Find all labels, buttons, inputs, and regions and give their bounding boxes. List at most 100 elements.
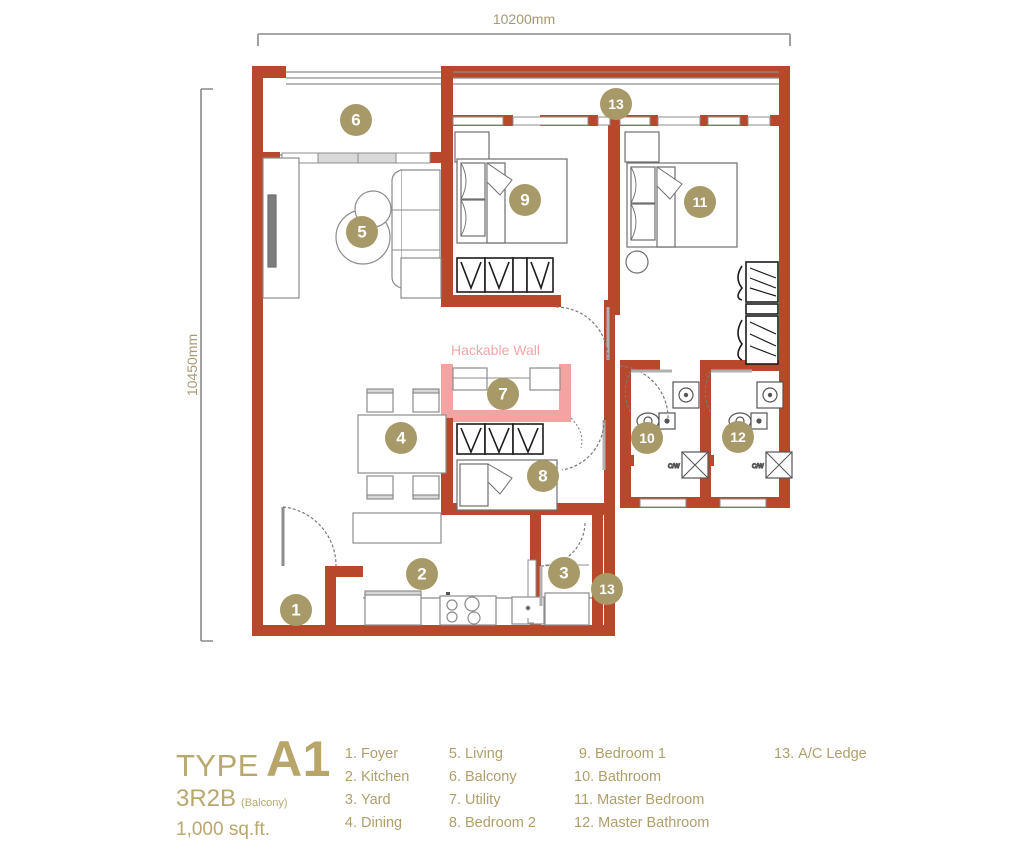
legend-item-label: Bathroom: [598, 769, 662, 785]
room-marker: 3: [548, 557, 580, 589]
legend-item-number: 10.: [574, 769, 595, 785]
room-marker: 8: [527, 460, 559, 492]
legend-item-number: 3.: [344, 792, 357, 808]
hackable-wall: [441, 364, 571, 422]
furniture-utility: [452, 367, 561, 391]
legend-item: 1. Foyer: [340, 743, 444, 766]
room-marker-number: 12: [730, 429, 746, 445]
windows: [280, 71, 779, 607]
legend-item-label: Utility: [465, 792, 501, 808]
legend-item-label: Kitchen: [361, 769, 410, 785]
legend-item: 4. Dining: [340, 812, 444, 835]
legend-item-number: 4.: [344, 815, 357, 831]
hackable-wall-text: Hackable Wall: [451, 342, 540, 358]
legend-item: 10. Bathroom: [574, 766, 774, 789]
room-marker-number: 13: [608, 96, 624, 112]
legend-item-label: Master Bedroom: [597, 792, 705, 808]
room-marker: 7: [487, 378, 519, 410]
svg-text:C/W: C/W: [752, 464, 764, 470]
hackable-wall-label: Hackable Wall: [451, 342, 540, 358]
legend-item-label: Yard: [361, 792, 391, 808]
room-marker: 6: [340, 104, 372, 136]
room-marker-number: 6: [351, 111, 360, 130]
room-marker: 13: [600, 88, 632, 120]
legend-item-number: 6.: [448, 769, 461, 785]
legend-column-3: 9. Bedroom 1 10. Bathroom 11. Master Bed…: [574, 743, 774, 835]
furniture-master-bathroom: C/W: [728, 381, 793, 479]
legend-column-4: 13. A/C Ledge: [774, 743, 934, 835]
room-marker: 12: [722, 421, 754, 453]
plan-config-note: (Balcony): [241, 797, 288, 809]
room-marker-number: 13: [599, 581, 615, 597]
legend-item-number: 12.: [574, 815, 595, 831]
legend-item-number: 2.: [344, 769, 357, 785]
room-marker-number: 10: [639, 430, 655, 446]
room-marker-number: 7: [498, 385, 507, 404]
plan-type-line: TYPE A1: [176, 731, 336, 787]
legend-column-1: 1. Foyer 2. Kitchen 3. Yard 4. Dining: [340, 743, 444, 835]
door-swings: [281, 306, 752, 606]
legend-item-number: 13.: [774, 746, 795, 762]
room-marker: 11: [684, 186, 716, 218]
room-marker-number: 3: [559, 564, 568, 583]
legend-item: 5. Living: [444, 743, 574, 766]
legend-item-label: Bedroom 2: [465, 815, 536, 831]
plan-title: TYPE A1 3R2B (Balcony) 1,000 sq.ft.: [176, 731, 336, 842]
dimension-left: 10450mm: [184, 88, 213, 642]
legend-item-label: Balcony: [465, 769, 517, 785]
room-marker: 10: [631, 422, 663, 454]
legend-item-label: Dining: [361, 815, 403, 831]
furniture-bathroom: C/W: [636, 381, 709, 479]
legend-columns: 1. Foyer 2. Kitchen 3. Yard 4. Dining: [340, 743, 934, 835]
legend-block: TYPE A1 3R2B (Balcony) 1,000 sq.ft. 1. F…: [0, 725, 1024, 853]
room-marker-number: 2: [417, 565, 426, 584]
room-marker: 9: [509, 184, 541, 216]
legend-item-label: Foyer: [361, 746, 399, 762]
dimension-top-label: 10200mm: [493, 11, 555, 27]
furniture-master-bedroom: [624, 131, 779, 365]
furniture-bedroom-1: [454, 131, 568, 293]
legend-item: 8. Bedroom 2: [444, 812, 574, 835]
plan-config: 3R2B: [176, 785, 237, 812]
plan-config-line: 3R2B (Balcony): [176, 785, 336, 817]
legend-item: 2. Kitchen: [340, 766, 444, 789]
plan-type-code: A1: [265, 731, 331, 787]
legend-item-label: Living: [465, 746, 503, 762]
room-markers: 1 2 3 4 5 6 7 8 9 10 11 12 13 13: [280, 88, 754, 626]
legend-item-number: 8.: [448, 815, 461, 831]
room-marker: 1: [280, 594, 312, 626]
room-marker: 13: [591, 573, 623, 605]
furniture-living: [262, 157, 442, 299]
room-marker-number: 5: [357, 223, 366, 242]
room-marker: 2: [406, 558, 438, 590]
legend-item: 11. Master Bedroom: [574, 789, 774, 812]
room-marker-number: 11: [693, 194, 708, 210]
room-marker-number: 8: [538, 467, 547, 486]
legend-item-label: A/C Ledge: [798, 746, 867, 762]
legend-item: 7. Utility: [444, 789, 574, 812]
legend-item-number: 1.: [344, 746, 357, 762]
dimension-left-label: 10450mm: [184, 334, 200, 396]
dimension-top: 10200mm: [257, 11, 791, 46]
room-marker: 5: [346, 216, 378, 248]
room-marker-number: 1: [291, 601, 300, 620]
legend-item-number: 7.: [448, 792, 461, 808]
legend-item: 6. Balcony: [444, 766, 574, 789]
plan-area: 1,000 sq.ft.: [176, 819, 271, 840]
legend-column-2: 5. Living 6. Balcony 7. Utility 8. Bedro…: [444, 743, 574, 835]
furniture-kitchen: [363, 590, 592, 626]
legend-item-number: 9.: [578, 746, 591, 762]
room-marker: 4: [385, 422, 417, 454]
room-marker-number: 9: [520, 191, 529, 210]
legend-item-number: 11.: [574, 792, 594, 808]
svg-text:C/W: C/W: [668, 464, 680, 470]
legend-item-label: Master Bathroom: [598, 815, 710, 831]
legend-item-label: Bedroom 1: [595, 746, 666, 762]
room-marker-number: 4: [396, 429, 406, 448]
legend-item: 12. Master Bathroom: [574, 812, 774, 835]
legend-item: 3. Yard: [340, 789, 444, 812]
legend-item: 13. A/C Ledge: [774, 743, 934, 766]
legend-item-number: 5.: [448, 746, 461, 762]
